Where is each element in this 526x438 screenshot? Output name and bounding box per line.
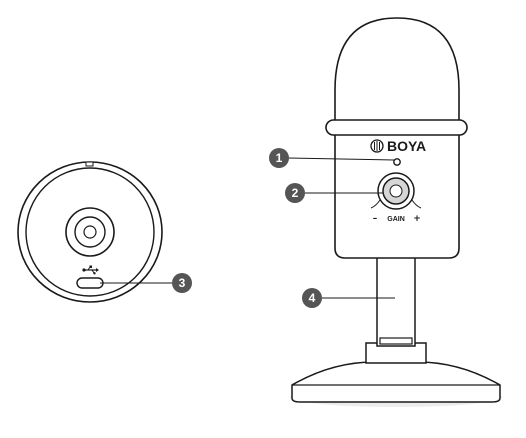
pole-joint [379, 337, 413, 345]
usb-c-port [76, 277, 104, 289]
usb-icon [82, 265, 99, 275]
gain-arrow-left [370, 199, 381, 209]
callout-number: 1 [276, 151, 283, 165]
callout-badge [172, 273, 192, 293]
mount-thread-center [83, 225, 97, 239]
base-top-notch [85, 161, 94, 167]
led-indicator [393, 158, 401, 166]
base-inner-ring [25, 167, 155, 297]
callout-badge [302, 288, 322, 308]
gain-knob-center [389, 184, 403, 198]
callout-number: 2 [292, 186, 299, 200]
callout-badge [285, 183, 305, 203]
callout-badge [269, 148, 289, 168]
boya-logo-icon [370, 139, 384, 153]
stand-pole [376, 255, 416, 347]
gain-arrow-right [411, 199, 422, 209]
gain-plus: + [413, 214, 421, 224]
gain-label: GAIN [387, 216, 405, 223]
microphone-front-view: BOYA – GAIN + [290, 17, 502, 407]
mic-body [334, 17, 460, 259]
callout-4: 4 [302, 288, 395, 308]
callout-1: 1 [269, 148, 395, 168]
brand-name: BOYA [387, 138, 426, 154]
callout-number: 3 [179, 276, 186, 290]
stand-base [291, 361, 501, 403]
callout-3: 3 [100, 273, 192, 293]
gain-minus: – [373, 214, 378, 224]
base-bottom-view [17, 161, 163, 303]
callout-number: 4 [309, 291, 316, 305]
callout-line [287, 157, 395, 161]
callout-2: 2 [285, 183, 383, 203]
mic-band [325, 119, 468, 136]
